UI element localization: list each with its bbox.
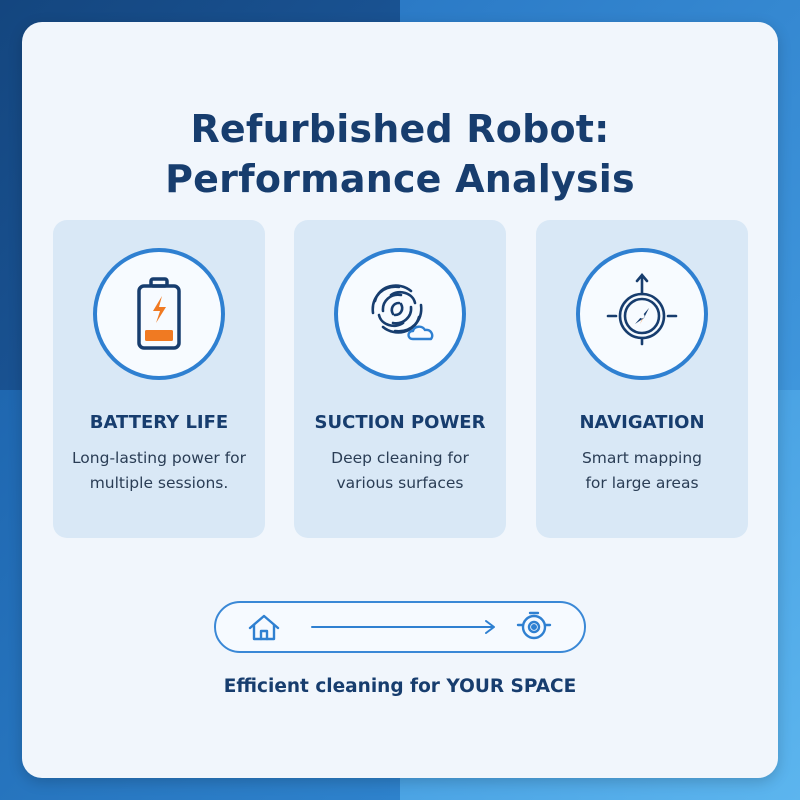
card-description: Deep cleaning for various surfaces <box>302 446 498 496</box>
feature-card-battery-life: BATTERY LIFE Long-lasting power for mult… <box>53 220 265 538</box>
compass-icon <box>606 272 678 346</box>
robot-vacuum-icon <box>516 611 552 640</box>
page-title: Refurbished Robot: Performance Analysis <box>22 104 778 204</box>
card-description: Smart mapping for large areas <box>544 446 740 496</box>
card-description-line-1: Smart mapping <box>581 449 703 467</box>
infographic-panel: Refurbished Robot: Performance Analysis … <box>22 22 778 778</box>
flow-graphic <box>248 611 552 641</box>
icon-circle <box>93 248 225 380</box>
page-title-line-2: Performance Analysis <box>165 157 635 201</box>
card-description-line-2: various surfaces <box>336 474 464 492</box>
suction-swirl-icon <box>371 284 434 341</box>
arrow-right-icon <box>311 620 495 634</box>
tagline: Efficient cleaning for YOUR SPACE <box>223 676 577 697</box>
feature-card-suction-power: SUCTION POWER Deep cleaning for various … <box>294 220 506 538</box>
card-description-line-1: Deep cleaning for <box>331 449 469 467</box>
card-description-line-2: for large areas <box>585 474 699 492</box>
page-title-line-1: Refurbished Robot: <box>190 107 610 151</box>
home-to-robot-flow <box>214 601 586 653</box>
card-description-line-2: multiple sessions. <box>89 474 229 492</box>
icon-circle <box>576 248 708 380</box>
icon-circle <box>334 248 466 380</box>
card-description: Long-lasting power for multiple sessions… <box>61 446 257 496</box>
card-description-line-1: Long-lasting power for <box>71 449 247 467</box>
card-title: SUCTION POWER <box>314 412 486 433</box>
house-icon <box>248 614 280 641</box>
card-title: NAVIGATION <box>579 412 705 433</box>
card-title: BATTERY LIFE <box>89 412 229 433</box>
battery-icon <box>137 277 181 350</box>
feature-card-navigation: NAVIGATION Smart mapping for large areas <box>536 220 748 538</box>
